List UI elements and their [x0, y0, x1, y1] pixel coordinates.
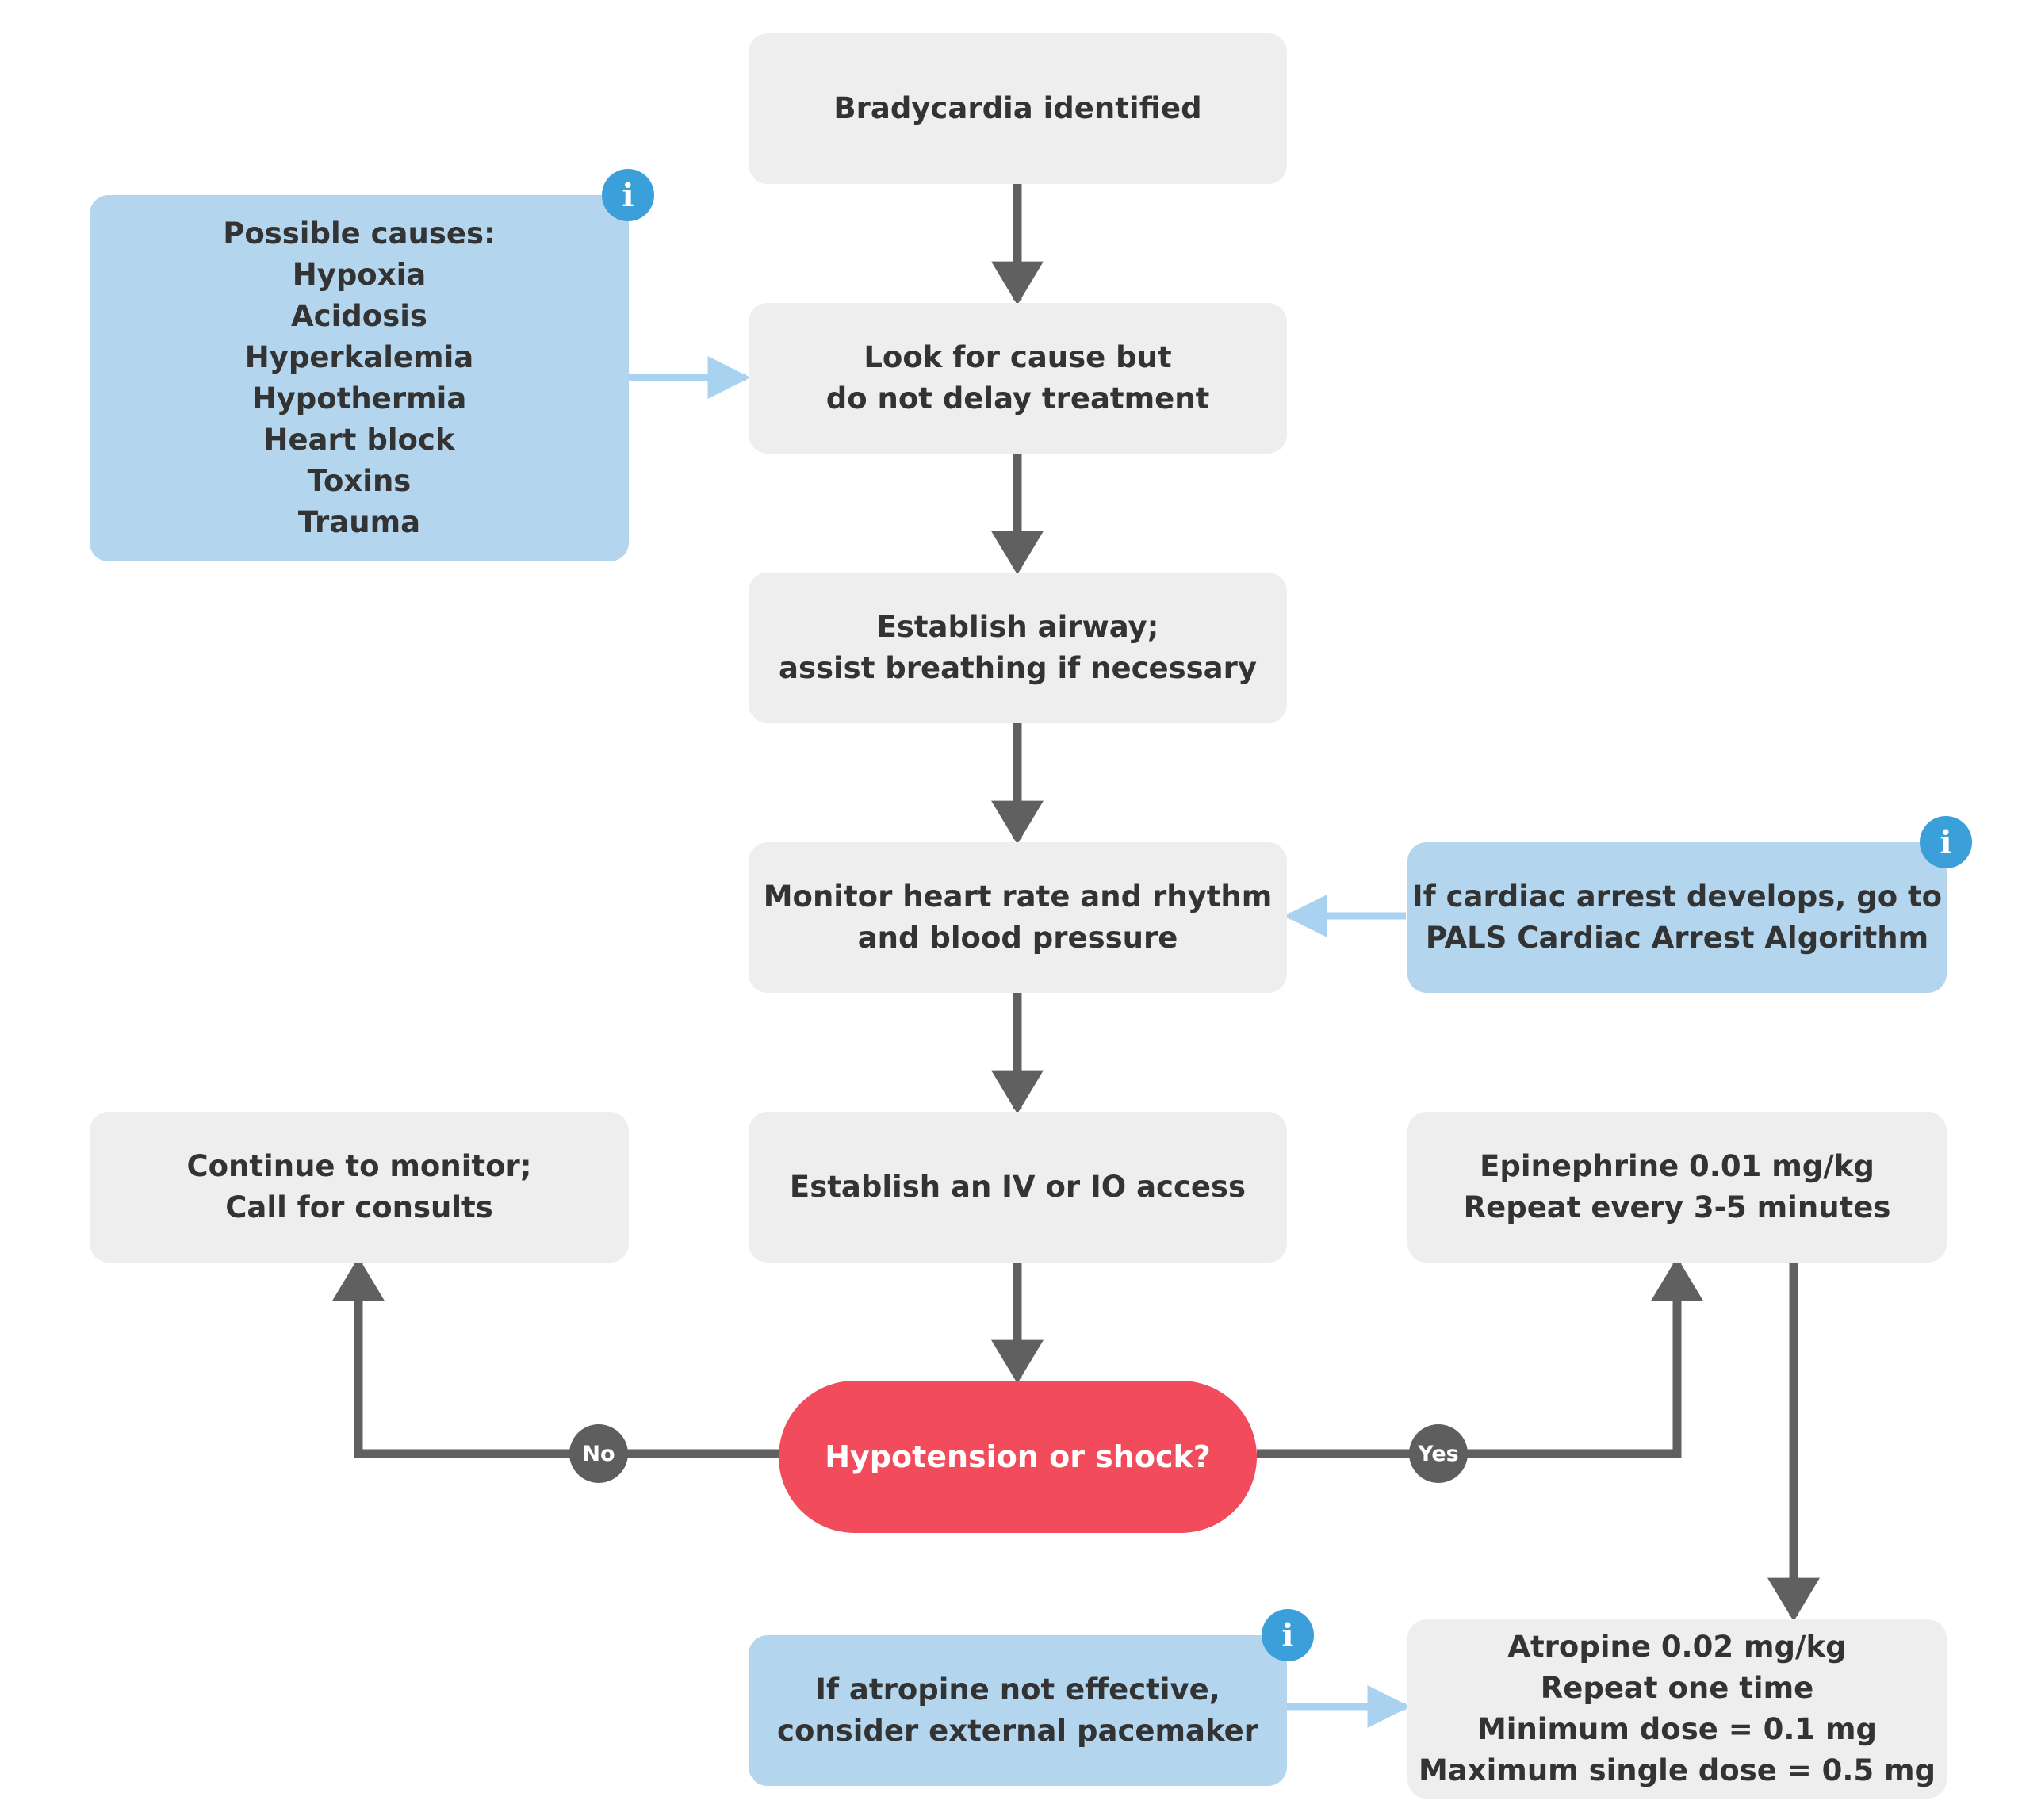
step-text: do not delay treatment	[825, 381, 1210, 416]
note-text: Trauma	[297, 505, 421, 539]
step-text: Epinephrine 0.01 mg/kg	[1480, 1149, 1875, 1183]
decision-text: Hypotension or shock?	[825, 1439, 1211, 1474]
step-text: and blood pressure	[857, 921, 1178, 955]
possible-causes-note: Possible causes: Hypoxia Acidosis Hyperk…	[90, 195, 629, 561]
step-text: Atropine 0.02 mg/kg	[1507, 1630, 1847, 1664]
note-text: If atropine not effective,	[815, 1672, 1220, 1707]
cardiac-arrest-note: If cardiac arrest develops, go to PALS C…	[1407, 842, 1947, 993]
arrow-yes-branch	[1257, 1257, 1703, 1458]
hypotension-decision: Hypotension or shock?	[779, 1381, 1257, 1533]
info-icon[interactable]: i	[1262, 1609, 1314, 1661]
info-icon[interactable]: i	[1920, 816, 1972, 868]
note-text: Hypoxia	[292, 258, 427, 292]
step-text: Establish an IV or IO access	[789, 1170, 1247, 1204]
note-text: If cardiac arrest develops, go to	[1411, 879, 1943, 914]
note-text: Toxins	[307, 464, 412, 498]
epinephrine-step: Epinephrine 0.01 mg/kg Repeat every 3-5 …	[1407, 1112, 1947, 1263]
info-glyph: i	[622, 176, 634, 214]
step-text: Call for consults	[225, 1190, 493, 1224]
info-glyph: i	[1940, 823, 1952, 861]
monitor-heart-rate-step: Monitor heart rate and rhythm and blood …	[749, 842, 1287, 993]
note-text: PALS Cardiac Arrest Algorithm	[1425, 921, 1929, 955]
pacemaker-note: If atropine not effective, consider exte…	[749, 1635, 1287, 1786]
step-text: Establish airway;	[876, 610, 1159, 644]
note-text: Hyperkalemia	[244, 340, 474, 374]
step-text: Look for cause but	[864, 340, 1172, 374]
atropine-step: Atropine 0.02 mg/kg Repeat one time Mini…	[1407, 1619, 1947, 1799]
no-branch-badge: No	[569, 1424, 628, 1483]
bradycardia-identified-step: Bradycardia identified	[749, 33, 1287, 184]
step-text: Bradycardia identified	[833, 91, 1202, 125]
establish-iv-step: Establish an IV or IO access	[749, 1112, 1287, 1263]
info-glyph: i	[1281, 1616, 1294, 1654]
branch-label: No	[582, 1441, 615, 1466]
step-text: Maximum single dose = 0.5 mg	[1418, 1753, 1936, 1787]
step-text: Repeat one time	[1540, 1671, 1814, 1705]
arrow-no-branch	[332, 1257, 779, 1458]
note-text: Heart block	[263, 423, 455, 457]
establish-airway-step: Establish airway; assist breathing if ne…	[749, 573, 1287, 723]
info-icon[interactable]: i	[602, 169, 654, 221]
look-for-cause-step: Look for cause but do not delay treatmen…	[749, 303, 1287, 454]
note-text: consider external pacemaker	[777, 1714, 1258, 1748]
step-text: Continue to monitor;	[186, 1149, 532, 1183]
branch-label: Yes	[1418, 1441, 1459, 1466]
step-text: assist breathing if necessary	[778, 651, 1257, 685]
note-text: Possible causes:	[223, 216, 496, 251]
note-text: Acidosis	[291, 299, 427, 333]
yes-branch-badge: Yes	[1409, 1424, 1468, 1483]
step-text: Minimum dose = 0.1 mg	[1476, 1712, 1878, 1746]
step-text: Repeat every 3-5 minutes	[1463, 1190, 1891, 1224]
continue-monitor-step: Continue to monitor; Call for consults	[90, 1112, 629, 1263]
note-text: Hypothermia	[251, 381, 467, 416]
step-text: Monitor heart rate and rhythm	[763, 879, 1273, 914]
